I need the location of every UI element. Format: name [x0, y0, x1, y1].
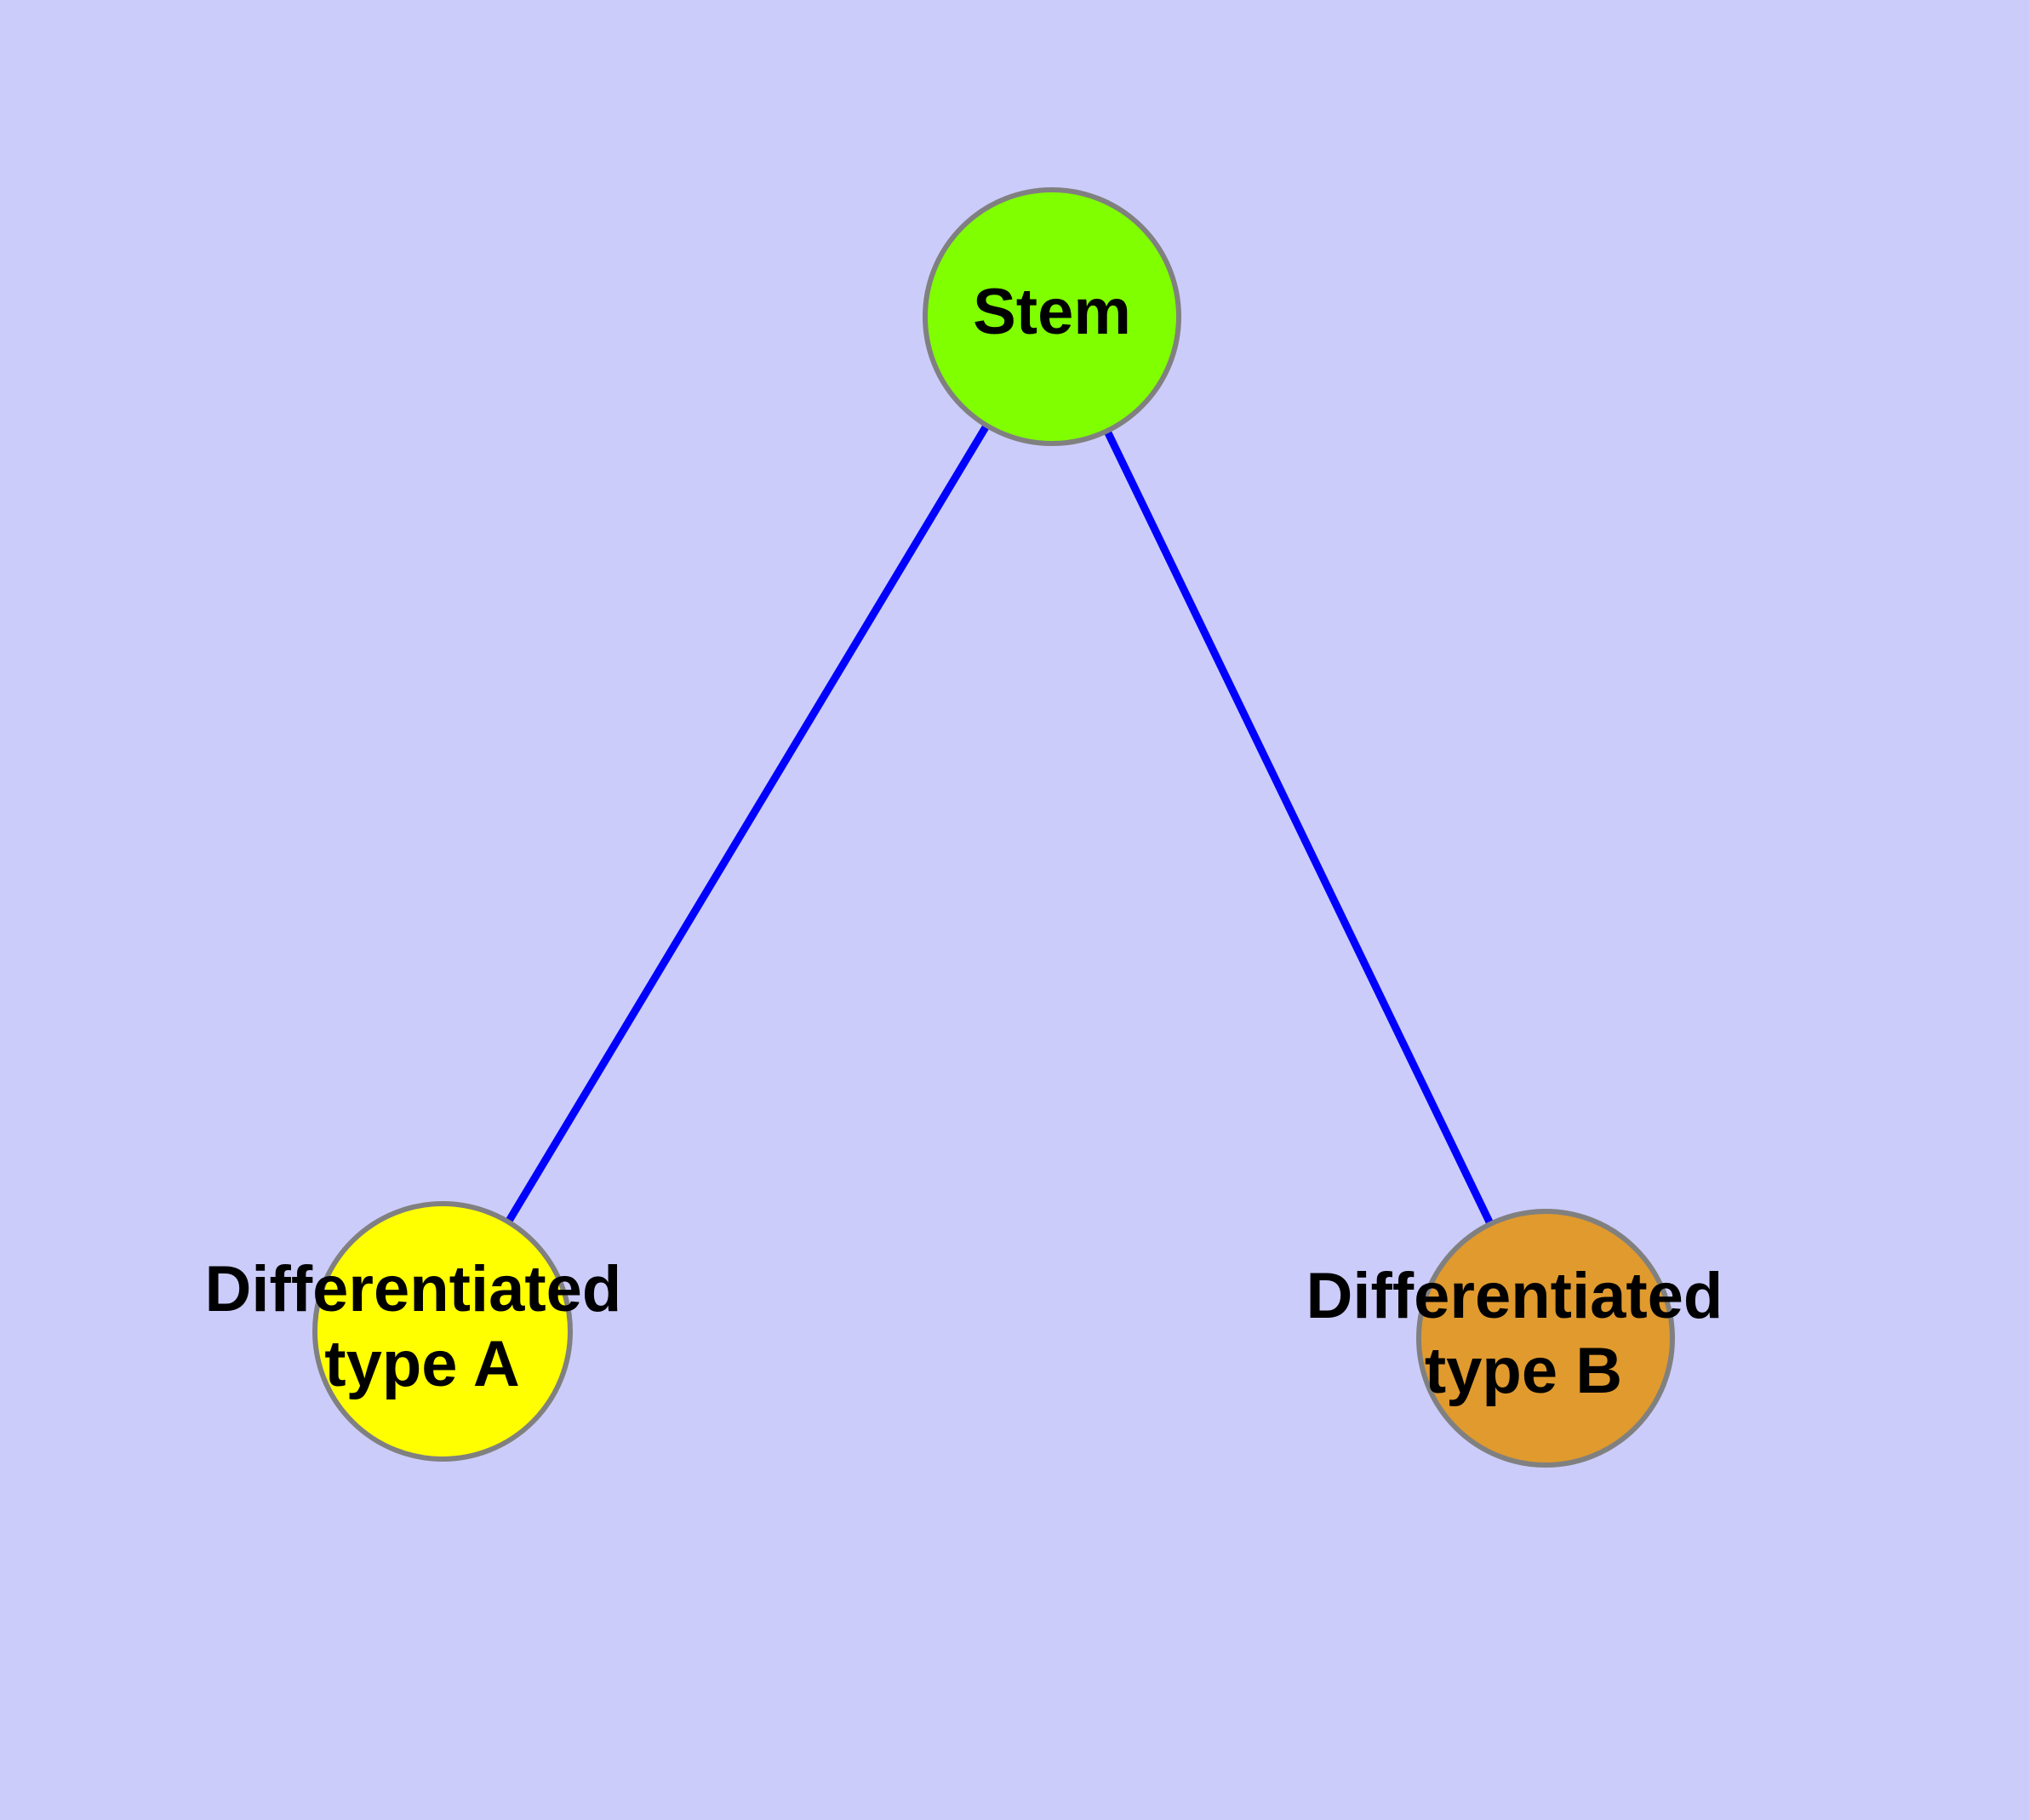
node-diff-a[interactable]	[312, 1201, 573, 1462]
node-layer	[312, 187, 1675, 1468]
node-diff-a-label-line-2: type A	[324, 1328, 519, 1400]
edge-stem-to-diff-a[interactable]	[439, 314, 1055, 1334]
edge-stem-to-diff-b[interactable]	[1048, 315, 1550, 1340]
edge-layer	[439, 314, 1550, 1340]
node-stem[interactable]	[923, 187, 1181, 446]
node-diff-a-label: Differentiated type A	[205, 1253, 640, 1400]
node-diff-b-label: Differentiated type B	[1306, 1260, 1741, 1407]
node-diff-a-circle[interactable]	[312, 1201, 573, 1462]
node-stem-label-line-1: Stem	[973, 276, 1131, 348]
node-diff-b-circle[interactable]	[1416, 1209, 1675, 1468]
node-stem-circle[interactable]	[923, 187, 1181, 446]
node-diff-b[interactable]	[1416, 1209, 1675, 1468]
node-diff-a-label-line-1: Differentiated	[205, 1253, 622, 1325]
node-diff-b-label-line-1: Differentiated	[1306, 1260, 1723, 1332]
label-layer: Stem Differentiated type A Differentiate…	[205, 276, 1741, 1407]
node-diff-b-label-line-2: type B	[1425, 1335, 1622, 1407]
node-stem-label: Stem	[973, 276, 1131, 348]
